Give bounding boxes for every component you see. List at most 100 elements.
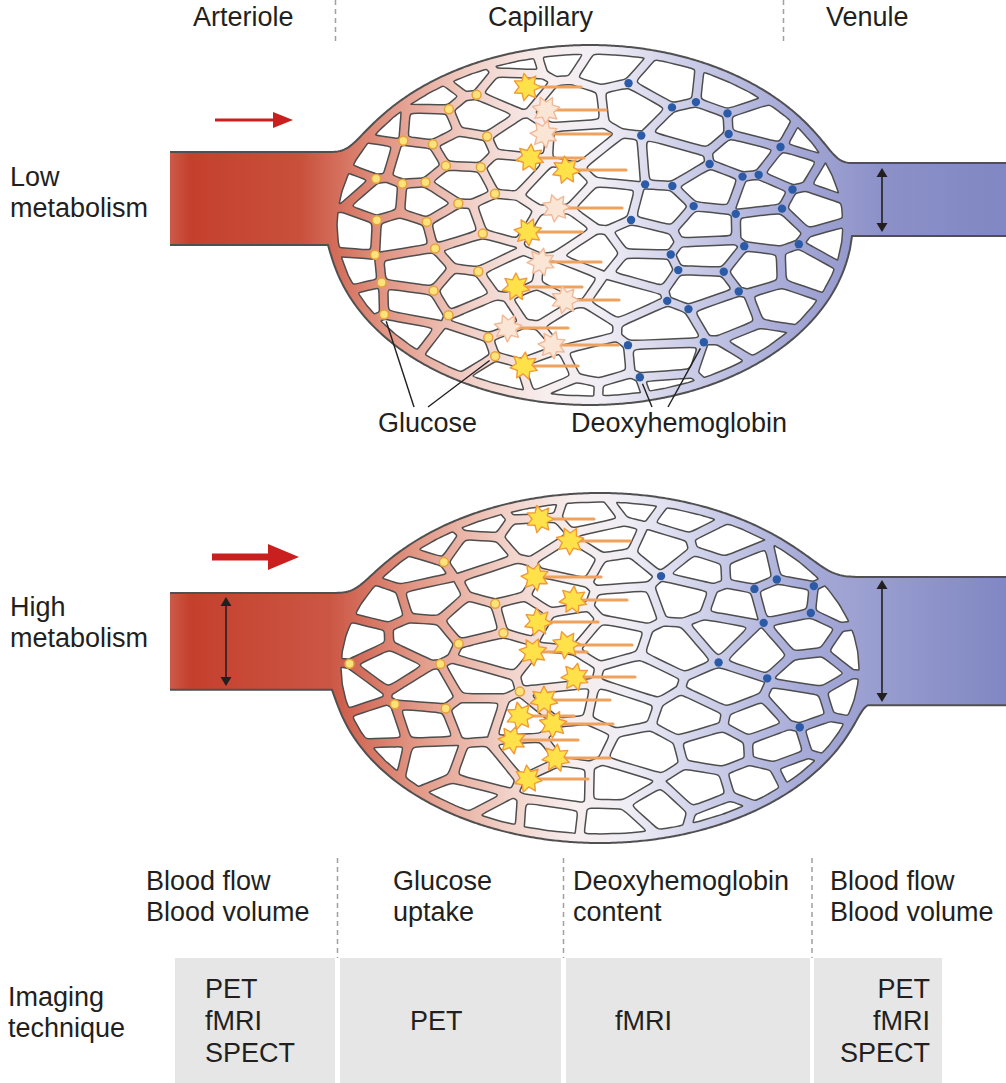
deoxyhemoglobin-dot: [668, 103, 676, 111]
tissue-gap: [617, 503, 657, 522]
deoxyhemoglobin-dot: [759, 619, 767, 627]
tissue-gap: [594, 765, 653, 799]
deoxyhemoglobin-dot: [754, 171, 762, 179]
vessel-wall: [170, 690, 1006, 843]
glucose-dot: [484, 333, 493, 342]
deoxyhemoglobin-dot: [657, 572, 665, 580]
tissue-gap: [637, 60, 694, 102]
axon: [579, 598, 627, 601]
neuron: [543, 195, 570, 222]
neuron: [502, 273, 529, 300]
tissue-gap: [656, 581, 707, 618]
axon: [559, 722, 613, 725]
tissue-gap: [816, 586, 848, 622]
tissue-gap: [788, 192, 842, 227]
tissue-gap: [657, 696, 721, 735]
deoxyhemoglobin-dot: [700, 338, 708, 346]
axon: [550, 698, 610, 701]
glucose-dot: [372, 216, 381, 225]
tissue-gap: [676, 245, 737, 267]
tissue-gap: [669, 275, 730, 304]
flow-arrowhead: [273, 112, 293, 128]
neurons: [495, 73, 627, 379]
tissue-gap: [595, 591, 657, 623]
axon: [576, 539, 630, 542]
deoxyhemoglobin-dot: [689, 202, 697, 210]
tissue-gap: [354, 143, 391, 174]
flow-arrowhead: [268, 544, 299, 570]
tissue-gap: [666, 770, 724, 805]
tissue-gap: [579, 526, 636, 552]
neuron: [538, 332, 565, 359]
column-header: Capillary: [488, 2, 648, 33]
leader-line: [386, 321, 414, 407]
tissue-gap: [376, 112, 401, 138]
glucose-dot: [441, 161, 450, 170]
glucose-dot: [454, 639, 463, 648]
divider-line: [563, 858, 565, 958]
tissue-gap: [606, 89, 663, 131]
axon: [541, 575, 601, 578]
tissue-gap: [577, 187, 633, 225]
diameter-arrows: [221, 168, 888, 702]
axon: [572, 643, 632, 646]
vessel-outline: [170, 45, 1006, 405]
tissue-gap: [342, 257, 377, 284]
tissue-gap: [454, 69, 489, 91]
flow-arrow: [215, 119, 276, 122]
tissue-gap: [381, 319, 432, 349]
tissue-gap: [445, 239, 517, 266]
tissue-gap: [594, 558, 653, 585]
tissue-gap: [579, 54, 644, 84]
axon: [550, 132, 610, 135]
tissue-gap: [459, 638, 533, 669]
neuron: [530, 121, 557, 148]
technique-text: PET fMRI SPECT: [205, 973, 295, 1069]
tissue-gap: [383, 557, 446, 584]
deoxyhemoglobin-dots: [624, 79, 803, 382]
axon: [536, 156, 584, 159]
arrowhead: [877, 223, 888, 232]
axon: [562, 756, 610, 759]
axon: [518, 738, 578, 741]
technique-text: PET fMRI SPECT: [840, 973, 930, 1069]
tissue-gap: [814, 163, 838, 193]
deoxyhemoglobin-dot: [735, 287, 743, 295]
tissue-gap: [638, 530, 688, 570]
axon: [530, 364, 578, 367]
deoxyhemoglobin-dot: [763, 674, 771, 682]
vessel-wall: [170, 493, 1006, 593]
tissue-gap: [380, 218, 427, 252]
glucose-dot: [431, 244, 440, 253]
deoxyhemoglobin-dot: [663, 297, 671, 305]
tissue-gap: [585, 808, 646, 834]
neuron: [527, 248, 554, 275]
glucose-dot: [491, 352, 500, 361]
vessel-wall: [170, 236, 1006, 405]
neuron: [556, 528, 583, 555]
glucose-dot: [515, 687, 524, 696]
tissue-gap: [359, 288, 380, 313]
glucose-dot: [478, 229, 487, 238]
tissue-gap: [582, 625, 642, 661]
tissue-gap: [774, 546, 818, 581]
tissue-gap: [730, 251, 777, 288]
vessel-wall: [170, 45, 1006, 163]
deoxyhemoglobin-dot: [637, 131, 645, 139]
deoxyhemoglobin-dot: [668, 182, 676, 190]
tissue-gap: [570, 342, 625, 378]
diameter-arrow: [881, 587, 883, 695]
deoxyhemoglobin-dot: [684, 305, 692, 313]
axon: [547, 260, 601, 263]
deoxyhemoglobin-dot: [674, 266, 682, 274]
tissue-gap: [440, 137, 489, 163]
axon: [581, 675, 635, 678]
tissue-gap: [393, 145, 439, 179]
tissue-gap: [755, 289, 817, 325]
tissue-gap: [699, 345, 742, 378]
deoxyhemoglobin-dot: [740, 242, 748, 250]
column-dividers: [336, 0, 813, 958]
deoxyhemoglobin-dot: [773, 575, 781, 583]
deoxyhemoglobin-dot: [795, 240, 803, 248]
tissue-gap: [729, 766, 779, 800]
